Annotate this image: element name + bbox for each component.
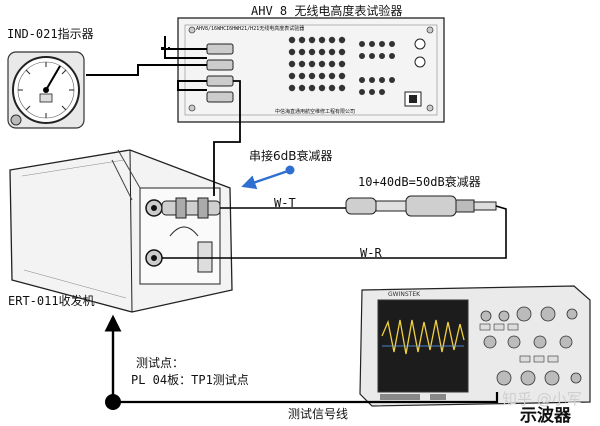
wire-tester-connector: [164, 48, 207, 59]
test-point-label: 测试点：: [136, 356, 185, 370]
indicator-gauge: [7, 51, 85, 129]
wire-tester-to-indicator: [86, 64, 207, 76]
wire-w-r: [162, 205, 507, 259]
tester-title: AHV 8 无线电高度表试验器: [251, 4, 403, 18]
w-r-label: W-R: [360, 246, 382, 260]
wire-tester-down-to-rack: [213, 80, 241, 196]
transceiver-label: ERT-011收发机: [8, 294, 95, 308]
scope-brand: GWINSTEK: [388, 291, 421, 298]
test-point-detail: PL 04板：TP1测试点: [131, 373, 249, 387]
tester-panel-text: AHV8/16WHCI6HWH21/H21无线电高度表试验器: [196, 26, 305, 32]
wire-tester-to-transceiver: [161, 47, 207, 50]
attenuator-pointer-dot: [285, 165, 295, 175]
tester-footer: 中信海直通用航空维修工程有限公司: [275, 109, 356, 115]
test-signal-line: [113, 392, 499, 404]
indicator-label: IND-021指示器: [7, 27, 94, 41]
series-attenuator-label: 串接6dB衰减器: [249, 149, 333, 163]
test-signal-label: 测试信号线: [288, 407, 349, 421]
test-point-dot: [105, 394, 121, 410]
oscilloscope-unit: [359, 285, 591, 407]
fifty-db-attenuator-label: 10+40dB=50dB衰减器: [358, 175, 481, 189]
w-t-label: W-T: [274, 196, 296, 210]
tester-panel: [177, 17, 445, 123]
transceiver-unit: [9, 149, 233, 313]
attenuator-assembly: [345, 195, 497, 217]
watermark: 知乎 @小军: [502, 390, 582, 408]
wire-tester-rf: [177, 80, 207, 91]
oscilloscope-label: 示波器: [520, 406, 571, 426]
attenuator-pointer-arrow: [241, 169, 289, 190]
